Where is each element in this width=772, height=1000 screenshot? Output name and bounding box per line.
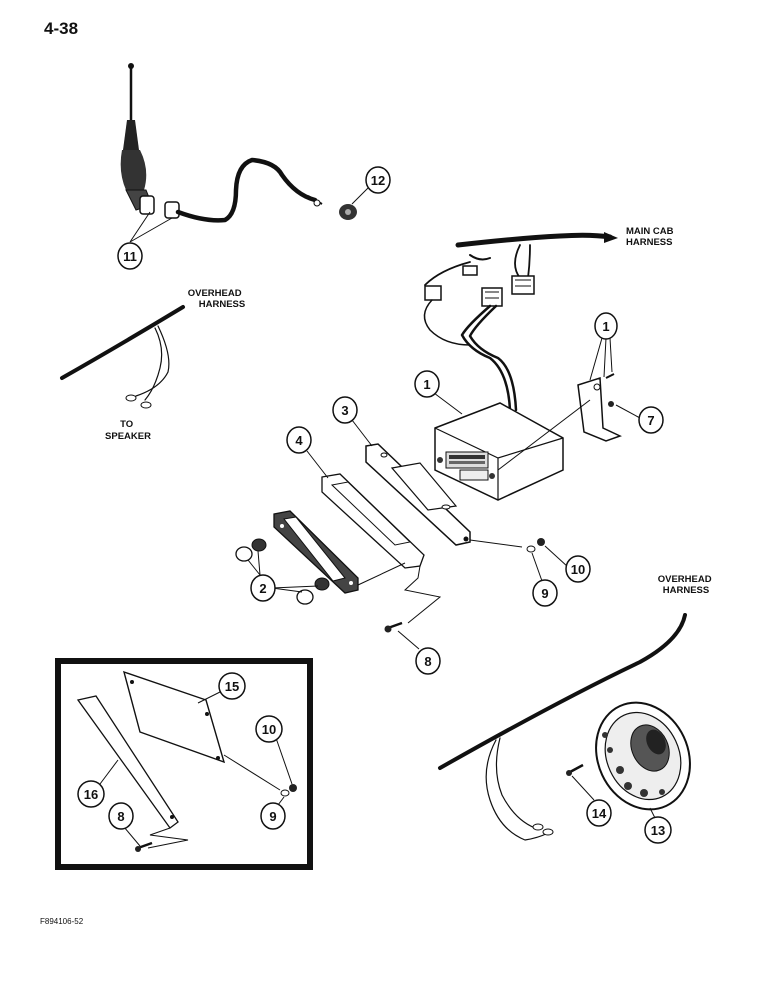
- antenna-grommet: [339, 204, 357, 220]
- callout-9a-number: 9: [541, 586, 548, 601]
- main-cab-harness-label: MAIN CAB HARNESS: [626, 226, 676, 248]
- knobs: [235, 538, 330, 605]
- callout-2-number: 2: [259, 581, 266, 596]
- callout-8-inset: 8: [108, 802, 141, 847]
- callout-8b-number: 8: [117, 809, 124, 824]
- blank-plate-assembly: [76, 670, 297, 852]
- callout-3-number: 3: [341, 403, 348, 418]
- callout-4-number: 4: [295, 433, 303, 448]
- callout-10a-number: 10: [571, 562, 585, 577]
- callout-1-radio: 1: [414, 370, 463, 415]
- figure-id: F894106-52: [40, 917, 84, 926]
- callout-12: 12: [351, 166, 391, 205]
- callout-4: 4: [286, 426, 329, 479]
- callout-9b-number: 9: [269, 809, 276, 824]
- to-speaker-label: TO SPEAKER: [105, 419, 151, 442]
- callout-8a-number: 8: [424, 654, 431, 669]
- callout-11-number: 11: [123, 249, 137, 264]
- callout-14: 14: [571, 775, 612, 827]
- fasteners-main: [384, 538, 545, 633]
- callout-11: 11: [117, 211, 173, 270]
- page-number: 4-38: [44, 19, 78, 38]
- antenna-assembly: [120, 63, 323, 223]
- callout-15: 15: [197, 672, 246, 704]
- callout-16-number: 16: [84, 787, 98, 802]
- main-cab-harness: [423, 232, 618, 412]
- overhead-harness-right-label: OVERHEAD HARNESS: [658, 574, 714, 596]
- callout-1b-number: 1: [602, 319, 609, 334]
- callout-3: 3: [332, 396, 373, 447]
- overhead-harness-left-label: OVERHEAD HARNESS: [188, 288, 245, 310]
- callout-16: 16: [77, 759, 119, 808]
- inset-frame: [55, 658, 313, 870]
- overhead-harness-left: [60, 305, 185, 409]
- callout-8-main: 8: [397, 630, 441, 675]
- callout-7-number: 7: [647, 413, 654, 428]
- callout-2: 2: [247, 550, 319, 602]
- callout-14-number: 14: [592, 806, 607, 821]
- callout-12-number: 12: [371, 173, 385, 188]
- mounting-bracket: [577, 373, 622, 442]
- overhead-harness-right: [438, 613, 687, 841]
- callout-9-main: 9: [531, 552, 558, 607]
- callout-1a-number: 1: [423, 377, 430, 392]
- callout-10-main: 10: [544, 545, 591, 583]
- bezel: [273, 510, 359, 594]
- callout-7: 7: [615, 404, 664, 434]
- callout-10b-number: 10: [262, 722, 276, 737]
- radio-unit: [434, 402, 564, 501]
- assembly-lines-main: [357, 399, 591, 624]
- callout-15-number: 15: [225, 679, 239, 694]
- callout-10-inset: 10: [255, 715, 293, 785]
- callout-13: 13: [644, 807, 672, 844]
- speaker: [566, 701, 691, 811]
- callout-9-inset: 9: [260, 796, 286, 830]
- trim-plate: [365, 443, 471, 546]
- callout-13-number: 13: [651, 823, 665, 838]
- callout-1-bracket: 1: [589, 312, 618, 381]
